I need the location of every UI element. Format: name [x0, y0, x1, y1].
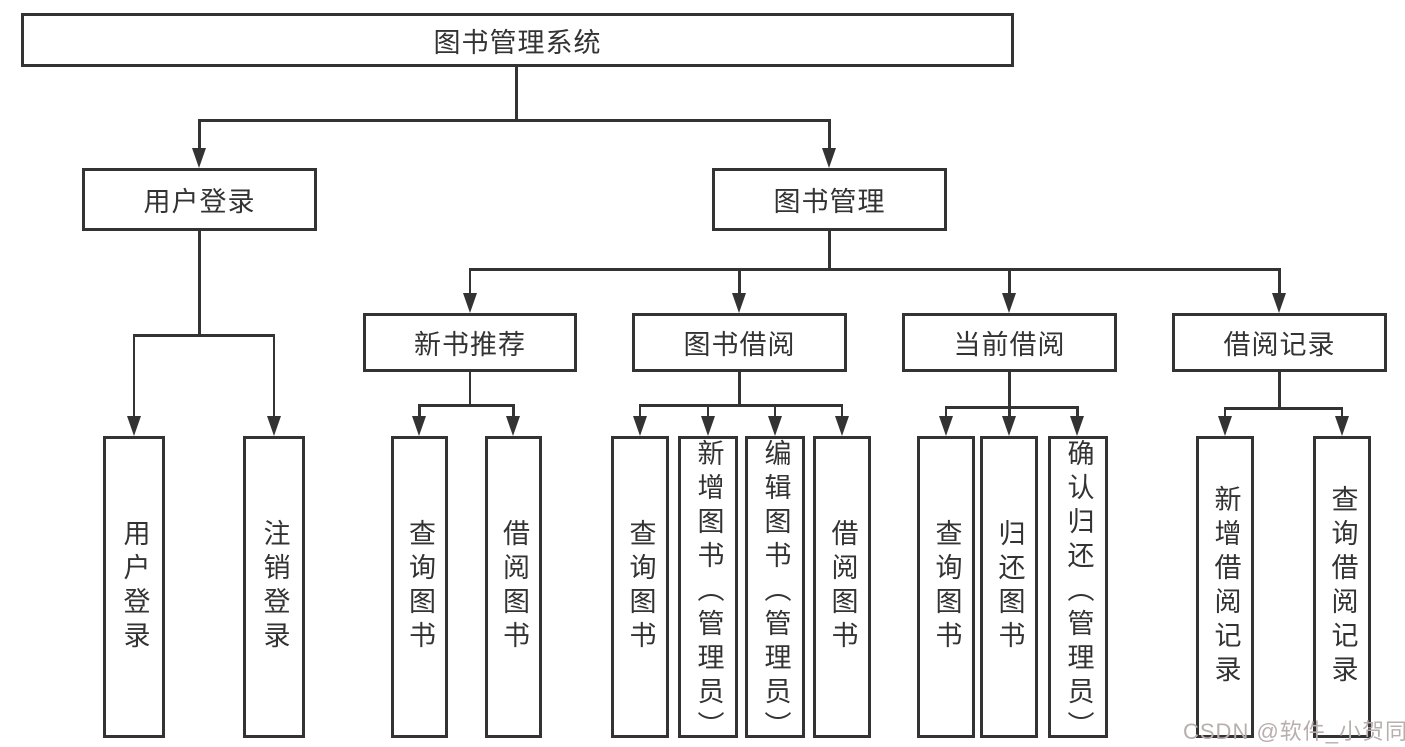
arrow-down-icon: [632, 416, 647, 436]
edge-line: [946, 406, 1078, 409]
node-user-login: 用户登录: [82, 168, 317, 231]
node-label: 图书管理: [773, 187, 886, 217]
edge-line: [418, 404, 421, 418]
leaf-label: 确认归还（管理员）: [1063, 439, 1094, 745]
arrow-down-icon: [732, 293, 746, 313]
arrow-down-icon: [266, 416, 281, 436]
arrow-down-icon: [1272, 293, 1286, 313]
edge-line: [1223, 407, 1227, 418]
node-current-borrowing: 当前借阅: [902, 313, 1117, 372]
edge-line: [468, 268, 472, 295]
arrow-down-icon: [938, 416, 953, 436]
edge-line: [512, 404, 515, 418]
leaf-label: 归还图书: [994, 519, 1025, 655]
arrow-down-icon: [126, 416, 141, 436]
arrow-down-icon: [412, 416, 426, 436]
edge-line: [1008, 268, 1011, 295]
leaf-edit-books-admin: 编辑图书（管理员）: [745, 436, 805, 745]
arrow-down-icon: [506, 416, 520, 436]
arrow-down-icon: [834, 416, 849, 436]
arrow-down-icon: [700, 416, 715, 436]
leaf-return-books: 归还图书: [980, 436, 1038, 738]
leaf-add-borrow-record: 新增借阅记录: [1196, 436, 1254, 738]
edge-line: [944, 406, 948, 418]
leaf-label: 用户登录: [119, 519, 150, 655]
leaf-label: 编辑图书（管理员）: [760, 439, 791, 745]
node-book-management: 图书管理: [712, 168, 947, 231]
edge-line: [198, 119, 201, 150]
edge-line: [1278, 372, 1281, 407]
edge-line: [468, 372, 472, 404]
edge-line: [738, 372, 741, 404]
leaf-confirm-return-admin: 确认归还（管理员）: [1048, 436, 1108, 745]
edge-line: [1278, 268, 1281, 295]
arrow-down-icon: [192, 148, 206, 168]
leaf-label: 新增借阅记录: [1210, 485, 1241, 689]
arrow-down-icon: [1070, 416, 1084, 436]
arrow-down-icon: [1334, 416, 1349, 436]
edge-line: [640, 404, 842, 407]
node-library-system: 图书管理系统: [21, 13, 1014, 67]
edge-line: [738, 268, 741, 295]
edge-line: [828, 119, 831, 150]
node-label: 图书借阅: [683, 330, 796, 360]
edge-line: [132, 334, 136, 418]
edge-line: [134, 334, 274, 337]
edge-line: [1076, 406, 1079, 418]
node-label: 借阅记录: [1223, 330, 1336, 360]
edge-line: [1008, 372, 1011, 406]
watermark: CSDN @软件_小贺同学: [1183, 719, 1405, 744]
leaf-label: 借阅图书: [499, 519, 530, 655]
leaf-borrow-books-recommend: 借阅图书: [485, 436, 542, 738]
arrow-down-icon: [1002, 416, 1016, 436]
node-new-book-recommend: 新书推荐: [363, 313, 577, 372]
leaf-query-books-current: 查询图书: [917, 436, 975, 738]
arrow-down-icon: [767, 416, 782, 436]
edge-line: [198, 231, 201, 334]
leaf-label: 新增图书（管理员）: [693, 439, 724, 745]
edge-line: [272, 334, 276, 418]
leaf-query-books-recommend: 查询图书: [391, 436, 448, 738]
edge-line: [828, 231, 831, 268]
leaf-label: 查询图书: [405, 519, 436, 655]
node-label: 用户登录: [143, 187, 256, 217]
edge-line: [1340, 407, 1344, 418]
edge-line: [638, 404, 642, 418]
node-borrow-records: 借阅记录: [1172, 313, 1387, 372]
edge-line: [1008, 406, 1011, 418]
edge-line: [773, 404, 777, 418]
arrow-down-icon: [822, 148, 836, 168]
node-book-borrowing: 图书借阅: [632, 313, 847, 372]
leaf-label: 查询图书: [931, 519, 962, 655]
arrow-down-icon: [462, 293, 477, 313]
edge-line: [515, 65, 518, 119]
leaf-borrow-books-borrowing: 借阅图书: [813, 436, 871, 738]
arrow-down-icon: [1002, 293, 1016, 313]
node-label: 新书推荐: [414, 330, 526, 360]
leaf-label: 注销登录: [259, 519, 290, 655]
leaf-query-books-borrowing: 查询图书: [611, 436, 669, 738]
leaf-add-books-admin: 新增图书（管理员）: [678, 436, 738, 745]
leaf-label: 查询借阅记录: [1327, 485, 1358, 689]
edge-line: [840, 404, 844, 418]
leaf-user-login: 用户登录: [103, 436, 165, 738]
leaf-query-borrow-record: 查询借阅记录: [1313, 436, 1371, 738]
leaf-logout: 注销登录: [243, 436, 305, 738]
edge-line: [706, 404, 710, 418]
node-label: 当前借阅: [953, 330, 1066, 360]
edge-line: [470, 268, 1280, 271]
arrow-down-icon: [1217, 416, 1232, 436]
edge-line: [419, 404, 514, 407]
edge-line: [1225, 407, 1342, 410]
node-label: 图书管理系统: [433, 27, 602, 58]
edge-line: [198, 119, 831, 122]
leaf-label: 查询图书: [625, 519, 656, 655]
leaf-label: 借阅图书: [827, 519, 858, 655]
